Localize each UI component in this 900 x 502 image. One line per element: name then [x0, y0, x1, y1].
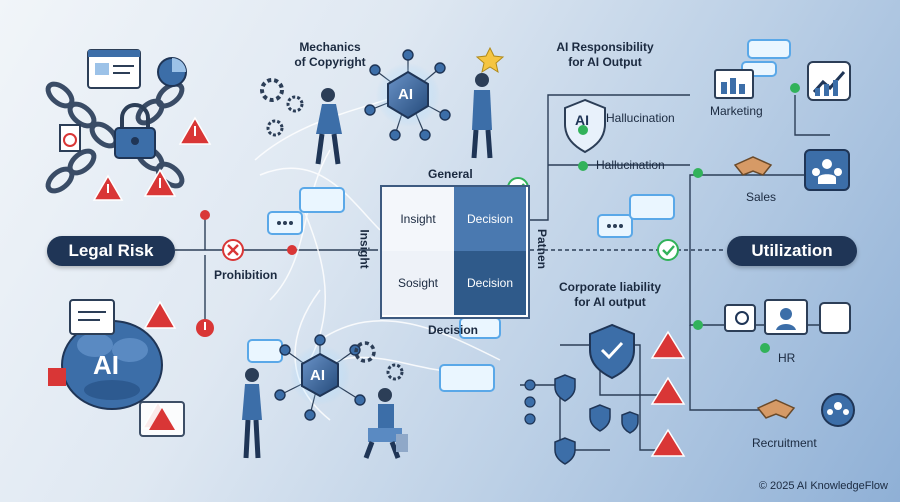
mechanics-copyright-title: Mechanics of Copyright — [294, 40, 366, 69]
matrix-left-label: Insight — [357, 229, 372, 269]
matrix-cell-sosight: Sosight — [382, 251, 454, 315]
recruitment-label: Recruitment — [752, 436, 817, 450]
matrix-cell-decision-top: Decision — [454, 187, 526, 251]
ai-hex-top-label: AI — [398, 86, 413, 103]
legal-risk-pill: Legal Risk — [47, 236, 175, 266]
matrix-bottom-label: Decision — [428, 323, 479, 337]
matrix-right-label: Patnen — [535, 228, 550, 270]
ai-responsibility-title: AI Responsibility for AI Output — [556, 40, 654, 69]
decision-matrix: Insight Decision Sosight Decision — [380, 185, 530, 319]
sales-label: Sales — [746, 190, 777, 204]
copyright-text: © 2025 AI KnowledgeFlow — [758, 480, 888, 492]
hr-label: HR — [778, 351, 796, 365]
ai-hex-bottom-label: AI — [310, 367, 325, 384]
corporate-liability-title: Corporate liability for AI output — [558, 280, 662, 309]
marketing-label: Marketing — [710, 104, 763, 118]
prohibition-label: Prohibition — [214, 268, 278, 282]
matrix-cell-decision-bottom: Decision — [454, 251, 526, 315]
hallucination-label-2: Hallucination — [596, 158, 665, 172]
matrix-top-label: General — [428, 167, 473, 181]
utilization-pill: Utilization — [727, 236, 857, 266]
ai-shield-label: AI — [575, 112, 589, 128]
hallucination-label-1: Hallucination — [606, 111, 675, 125]
matrix-cell-insight: Insight — [382, 187, 454, 251]
ai-brain-label: AI — [93, 350, 119, 380]
